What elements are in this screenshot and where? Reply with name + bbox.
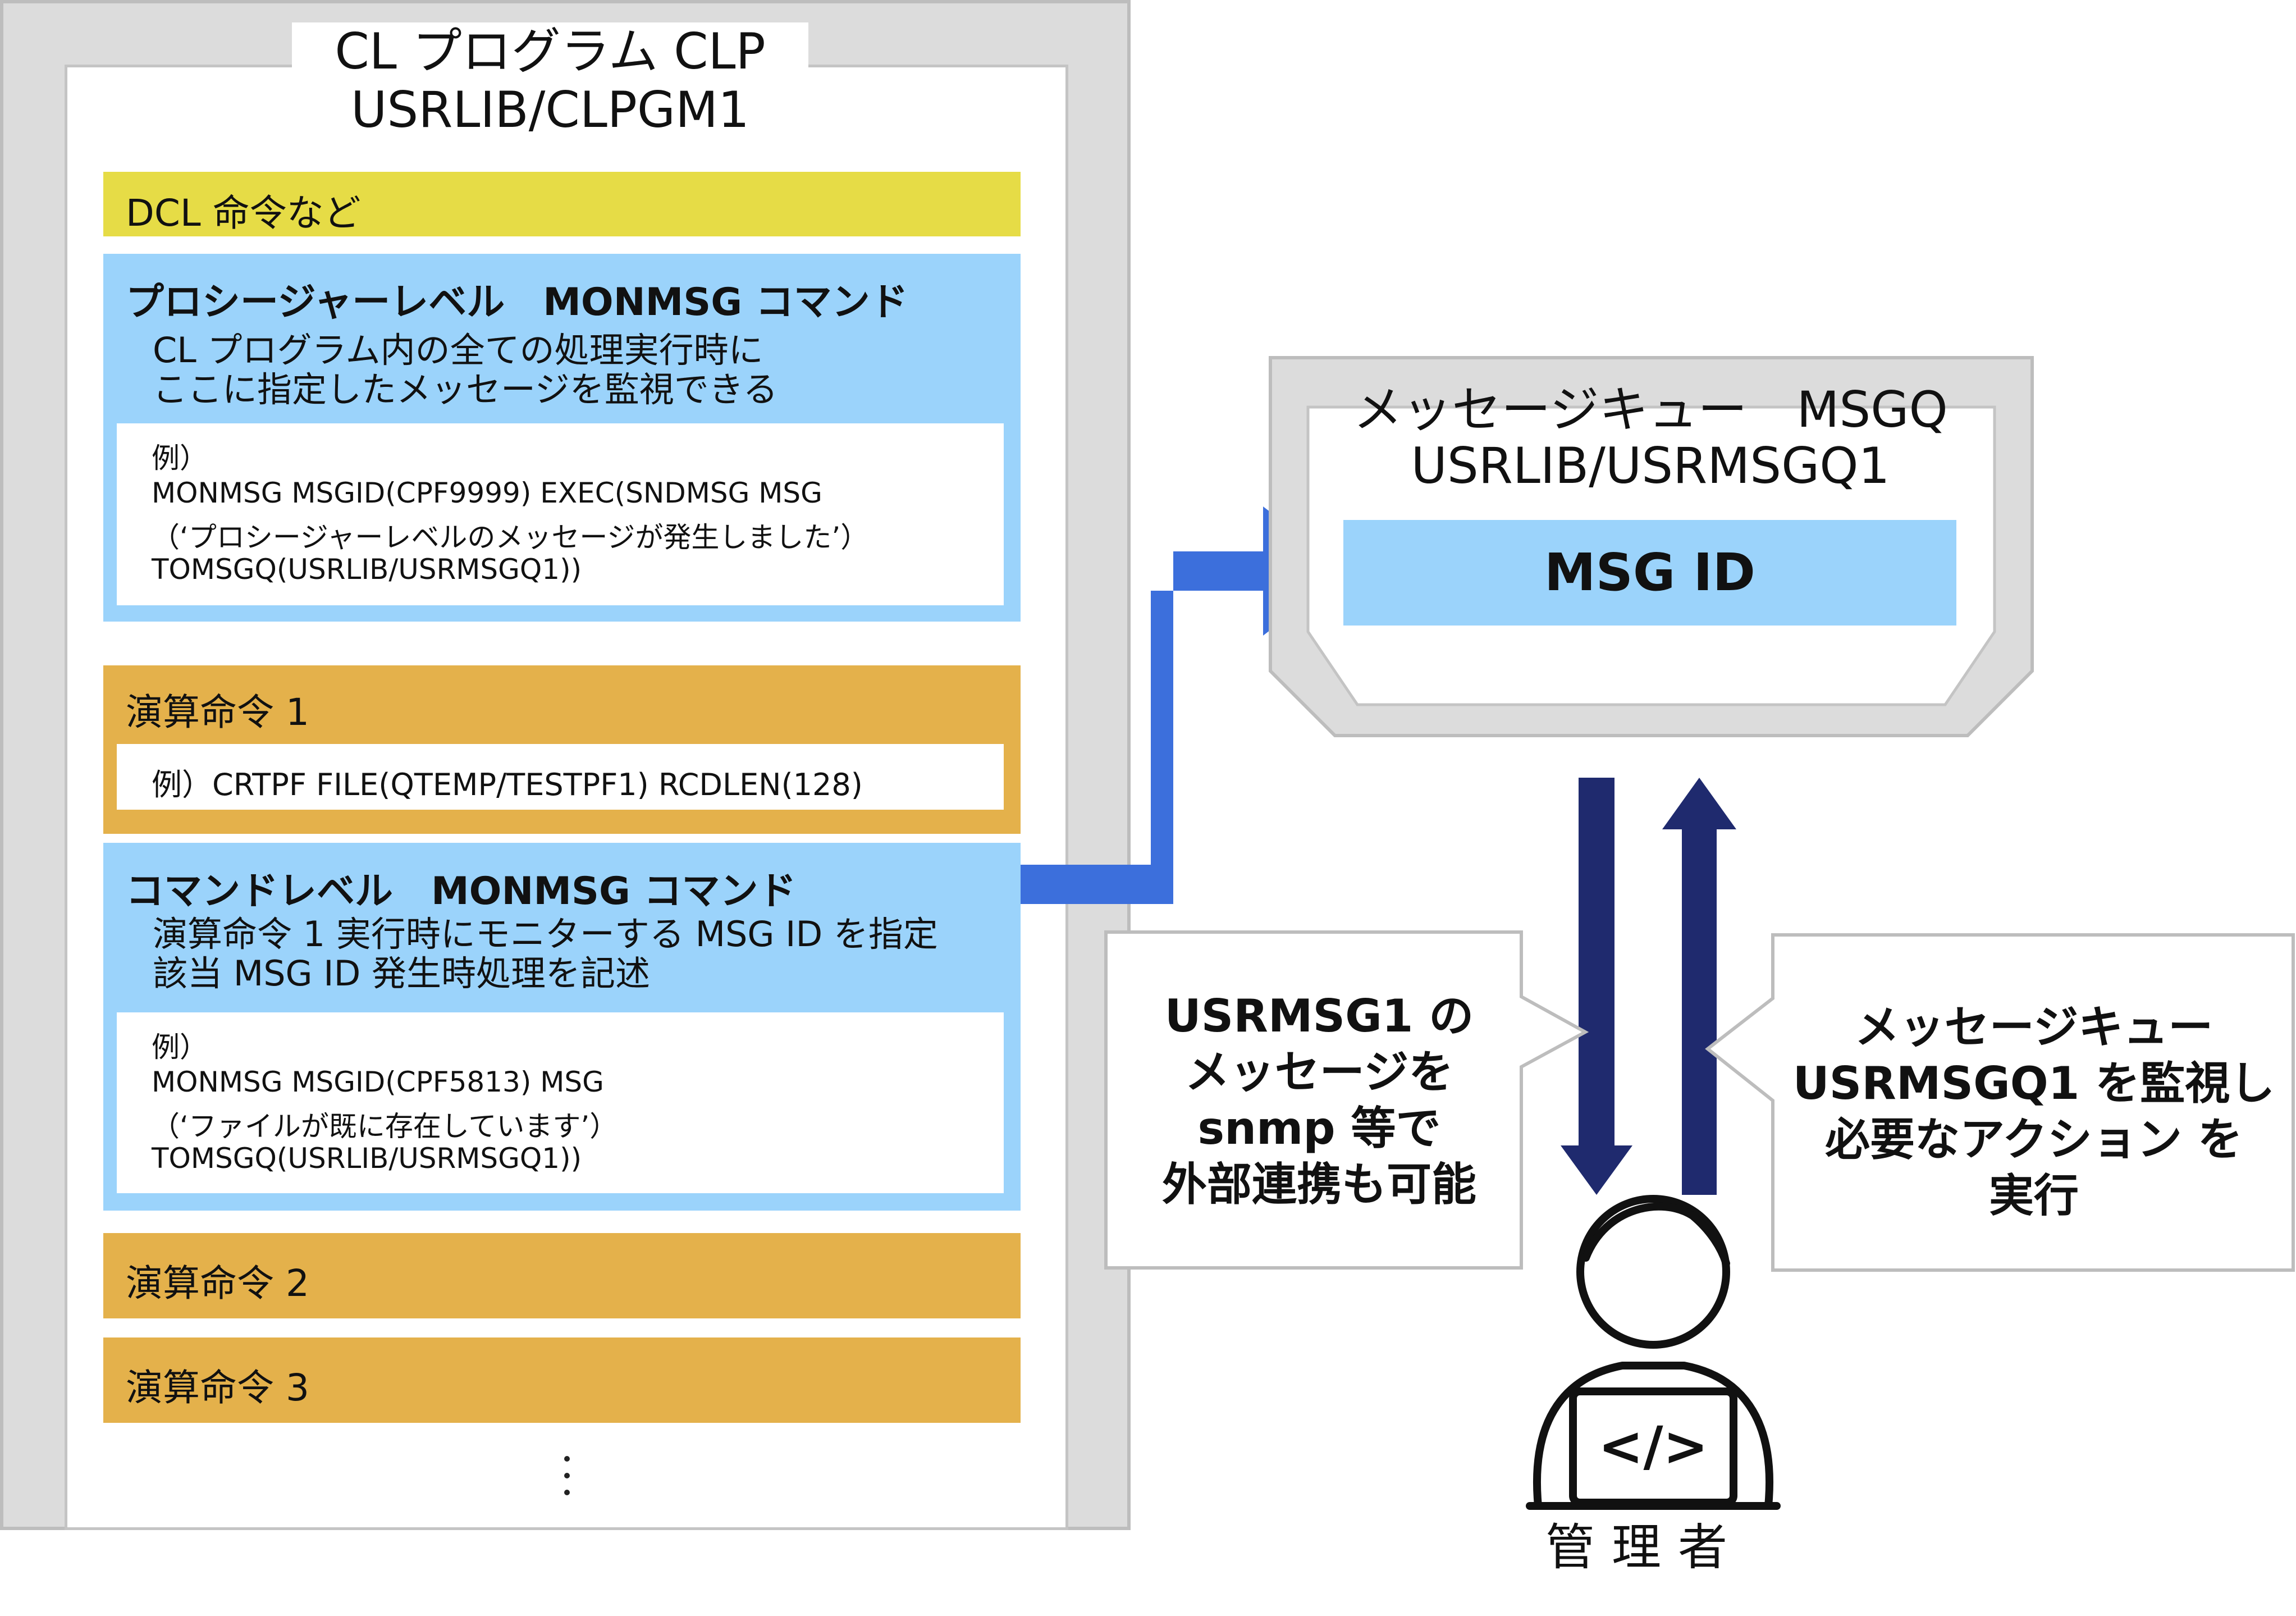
procedure-code-line1: MONMSG MSGID(CPF9999) EXEC(SNDMSG MSG [152, 477, 822, 509]
callout-left-text: USRMSG1 の メッセージを snmp 等で 外部連携も可能 [1117, 988, 1521, 1213]
operation-2-label: 演算命令 2 [126, 1262, 309, 1305]
procedure-level-desc-line2: ここに指定したメッセージを監視できる [153, 369, 778, 410]
command-level-example-box: 例） MONMSG MSGID(CPF5813) MSG （‘ファイルが既に存在… [117, 1012, 1004, 1193]
admin-label: 管理者 [1545, 1518, 1744, 1576]
dcl-label: DCL 命令など [126, 191, 361, 235]
callout-right-line4: 実行 [1989, 1170, 2079, 1222]
command-code-line1: MONMSG MSGID(CPF5813) MSG [152, 1066, 604, 1098]
callout-left-line3: snmp 等で [1197, 1102, 1441, 1154]
message-id-box: MSG ID [1343, 520, 1956, 626]
dcl-block: DCL 命令など [103, 172, 1021, 236]
cl-program-title-line2: USRLIB/CLPGM1 [350, 81, 750, 139]
operation-1-block: 演算命令 1 例）CRTPF FILE(QTEMP/TESTPF1) RCDLE… [103, 665, 1021, 834]
callout-left-line1: USRMSG1 の [1164, 990, 1474, 1042]
operation-1-example: 例）CRTPF FILE(QTEMP/TESTPF1) RCDLEN(128) [152, 767, 863, 802]
operation-2-block: 演算命令 2 [103, 1233, 1021, 1318]
procedure-level-desc-line1: CL プログラム内の全ての処理実行時に [153, 330, 763, 371]
callout-right-text: メッセージキュー USRMSGQ1 を監視し 必要なアクション を 実行 [1778, 999, 2289, 1224]
procedure-level-heading: プロシージャーレベル MONMSG コマンド [126, 280, 908, 325]
operation-3-label: 演算命令 3 [126, 1366, 309, 1409]
callout-left-line4: 外部連携も可能 [1162, 1158, 1476, 1211]
message-queue-title: メッセージキュー MSGQ USRLIB/USRMSGQ1 [1308, 382, 1993, 494]
callout-left-bubble [1104, 930, 1589, 1270]
command-level-monmsg-block: コマンドレベル MONMSG コマンド 演算命令 1 実行時にモニターする MS… [103, 843, 1021, 1211]
down-arrow [1561, 778, 1632, 1195]
operation-1-example-box: 例）CRTPF FILE(QTEMP/TESTPF1) RCDLEN(128) [117, 744, 1004, 810]
callout-left-line2: メッセージを [1184, 1046, 1454, 1098]
command-example-label: 例） [152, 1031, 208, 1063]
operation-3-block: 演算命令 3 [103, 1337, 1021, 1423]
callout-right-bubble [1705, 933, 2295, 1272]
callout-right-line2: USRMSGQ1 を監視し [1792, 1057, 2275, 1110]
cl-program-title-line1: CL プログラム CLP [335, 22, 766, 80]
message-queue-title-line2: USRLIB/USRMSGQ1 [1411, 437, 1890, 495]
procedure-level-monmsg-block: プロシージャーレベル MONMSG コマンド CL プログラム内の全ての処理実行… [103, 254, 1021, 622]
code-glyph-icon: </> [1598, 1415, 1708, 1478]
continuation-ellipsis [556, 1451, 578, 1502]
command-level-heading: コマンドレベル MONMSG コマンド [126, 869, 797, 914]
send-to-queue-arrow [1021, 506, 1347, 904]
command-code-line2: （‘ファイルが既に存在しています’） [152, 1110, 618, 1143]
procedure-example-label: 例） [152, 442, 208, 474]
message-queue-title-line1: メッセージキュー MSGQ [1353, 381, 1948, 439]
procedure-code-line3: TOMSGQ(USRLIB/USRMSGQ1)) [152, 553, 582, 586]
admin-with-laptop-icon [1526, 1195, 1781, 1510]
callout-right-line3: 必要なアクション を [1825, 1113, 2243, 1166]
callout-right-line1: メッセージキュー [1854, 1001, 2213, 1053]
procedure-code-line2: （‘プロシージャーレベルのメッセージが発生しました’） [152, 521, 869, 554]
command-code-line3: TOMSGQ(USRLIB/USRMSGQ1)) [152, 1142, 582, 1175]
command-level-desc-line2: 該当 MSG ID 発生時処理を記述 [153, 953, 651, 994]
up-arrow [1662, 778, 1736, 1195]
procedure-level-example-box: 例） MONMSG MSGID(CPF9999) EXEC(SNDMSG MSG… [117, 423, 1004, 605]
command-level-desc-line1: 演算命令 1 実行時にモニターする MSG ID を指定 [153, 914, 938, 955]
cl-program-title: CL プログラム CLP USRLIB/CLPGM1 [292, 22, 808, 140]
operation-1-label: 演算命令 1 [126, 691, 309, 734]
